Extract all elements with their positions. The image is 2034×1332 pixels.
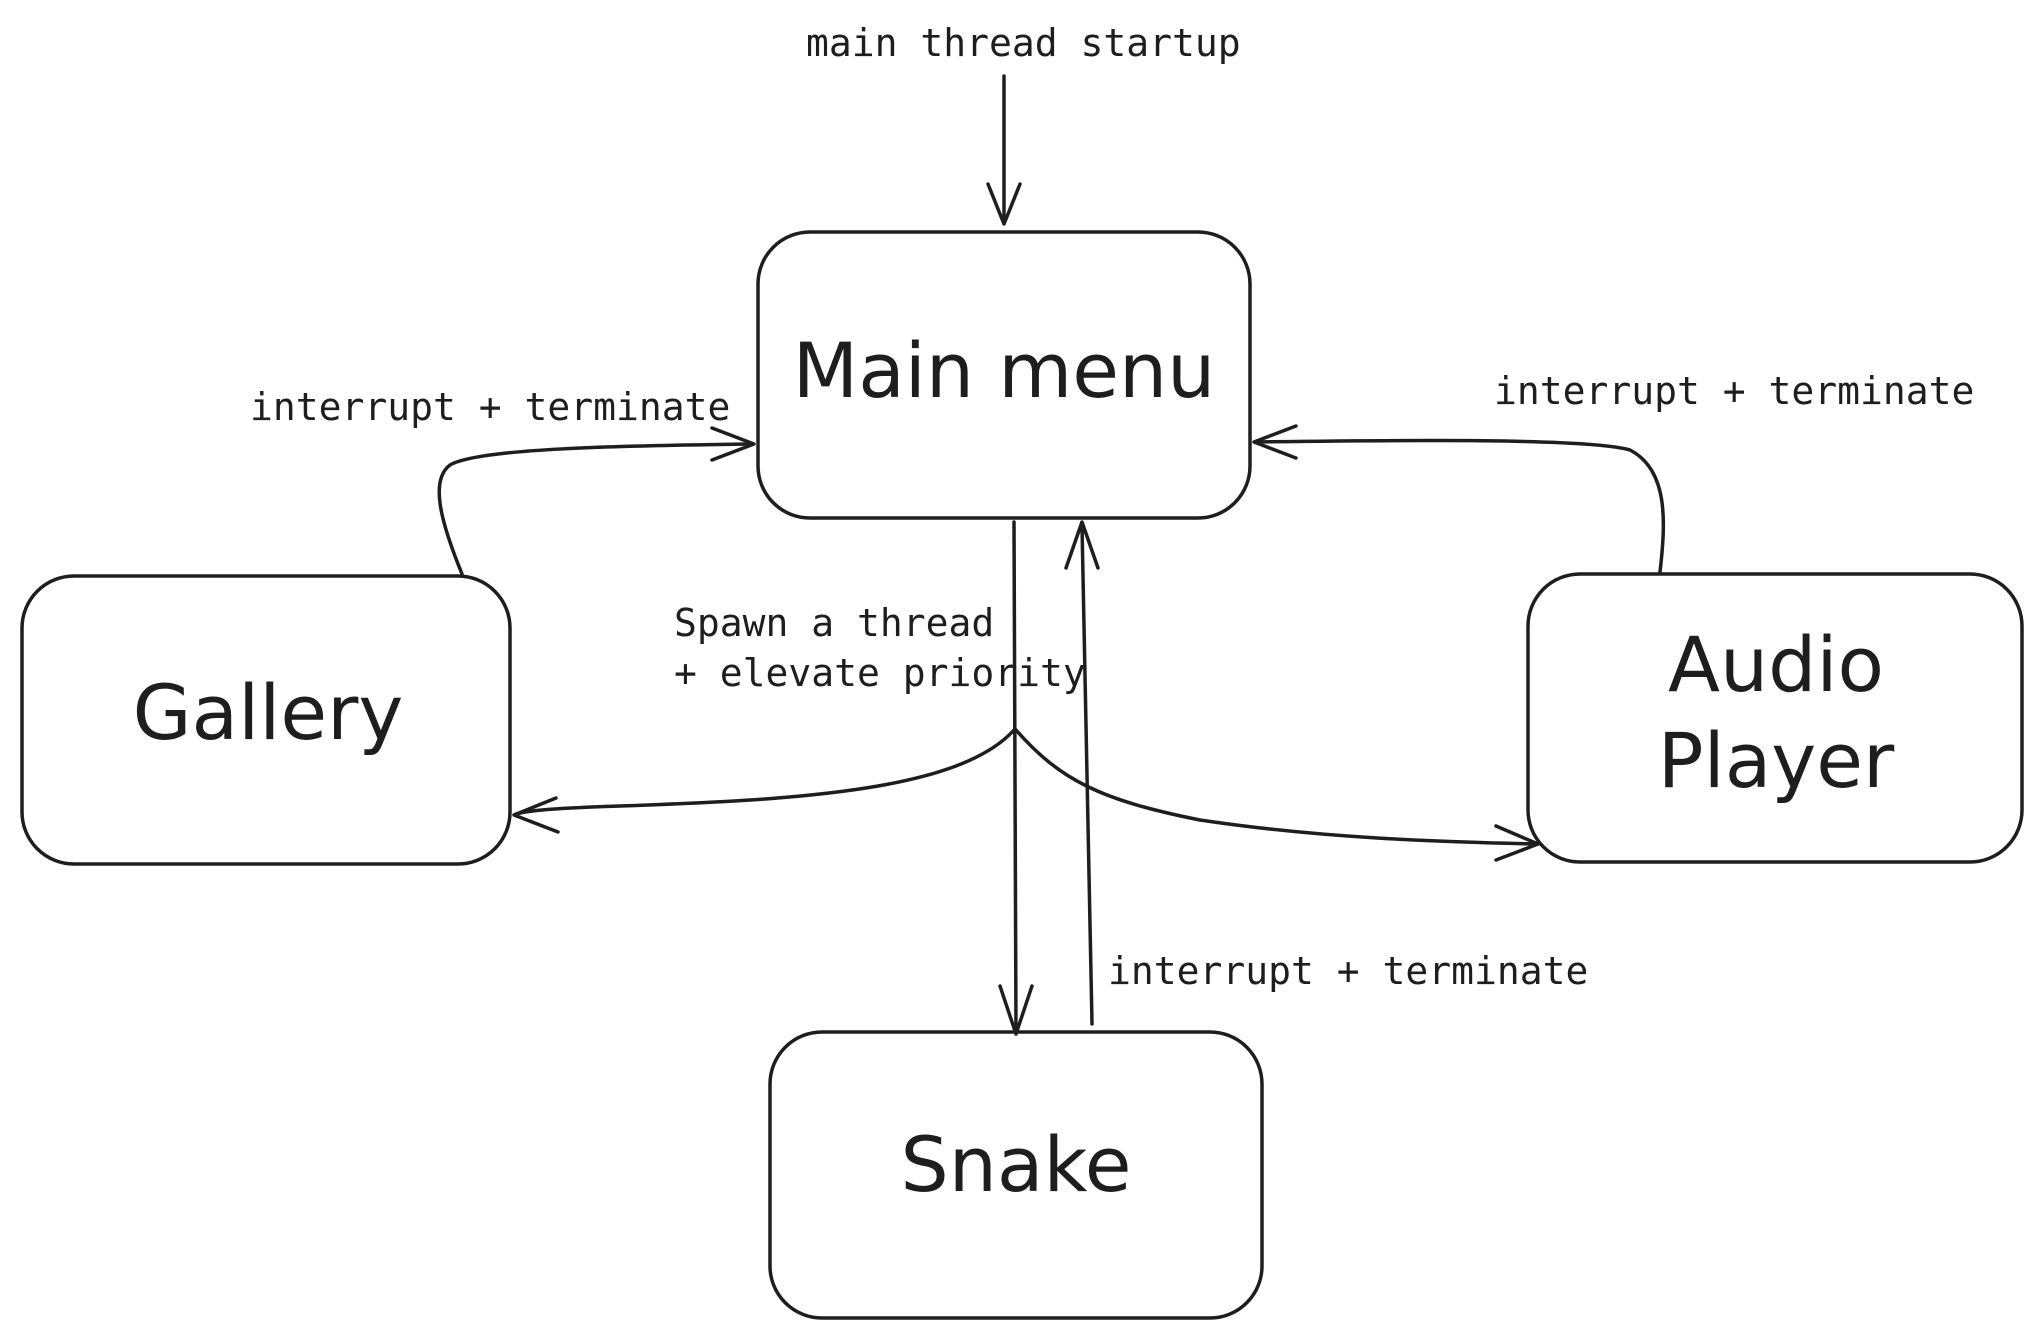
main-menu-node[interactable]: Main menu [756, 230, 1252, 520]
gallery-to-main-arrow [437, 426, 756, 576]
audio-player-node[interactable]: Audio Player [1526, 572, 2024, 864]
spawn-to-audio-arrow [1014, 728, 1540, 862]
gallery-return-label: interrupt + terminate [250, 385, 730, 429]
snake-label: Snake [900, 1120, 1131, 1209]
gallery-label: Gallery [133, 668, 404, 757]
main-to-snake-arrow [998, 520, 1034, 1036]
gallery-node[interactable]: Gallery [20, 574, 512, 866]
spawn-label-line1: Spawn a thread [674, 601, 994, 645]
spawn-label-line2: + elevate priority [674, 651, 1086, 695]
snake-node[interactable]: Snake [768, 1030, 1264, 1320]
startup-arrow [986, 74, 1022, 226]
audio-to-main-arrow [1252, 424, 1666, 574]
audio-player-label-line1: Audio [1668, 620, 1884, 709]
startup-label: main thread startup [806, 21, 1241, 65]
audio-player-label-line2: Player [1658, 716, 1895, 805]
audio-return-label: interrupt + terminate [1494, 369, 1974, 413]
spawn-to-gallery-arrow [512, 728, 1016, 834]
main-menu-label: Main menu [793, 326, 1216, 415]
snake-to-main-arrow [1064, 520, 1100, 1026]
snake-return-label: interrupt + terminate [1108, 949, 1588, 993]
